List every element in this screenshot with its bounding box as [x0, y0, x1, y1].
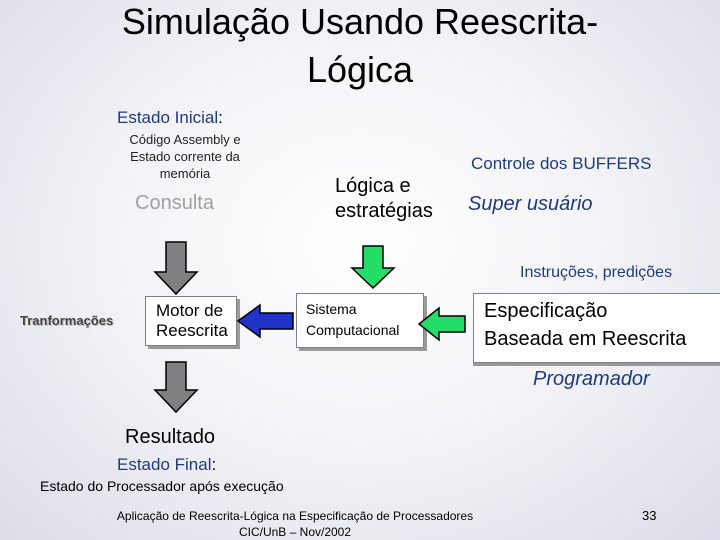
estado-final-colon: : — [211, 455, 217, 474]
page-number: 33 — [642, 508, 657, 523]
left-arrow-green-icon — [417, 306, 466, 342]
especificacao-line-2: Baseada em Reescrita — [484, 328, 687, 350]
logica-estrategias: Lógica e estratégias — [335, 174, 433, 224]
motor-line-2: Reescrita — [156, 321, 228, 340]
footer: Aplicação de Reescrita-Lógica na Especif… — [60, 508, 530, 540]
sistema-line-2: Computacional — [306, 322, 400, 338]
codigo-line-1: Código Assembly e — [129, 132, 241, 147]
down-arrow-green-icon — [350, 245, 396, 290]
especificacao-box: Especificação Baseada em Reescrita — [473, 293, 720, 363]
slide-title-line1: Simulação Usando Reescrita- — [121, 1, 599, 42]
logica-line-2: estratégias — [335, 200, 433, 222]
down-arrow-gray-2-icon — [153, 361, 199, 414]
estado-inicial-text: Estado Inicial — [117, 108, 219, 127]
controle-buffers-label: Controle dos BUFFERS — [471, 154, 652, 173]
estado-inicial-label: Estado Inicial: — [117, 108, 223, 128]
estado-inicial-colon: : — [218, 108, 223, 127]
sistema-line-1: Sistema — [306, 301, 357, 317]
instrucoes-predicoes-label: Instruções, predições — [520, 264, 673, 281]
left-arrow-blue-icon — [236, 303, 294, 339]
down-arrow-gray-icon — [153, 241, 199, 296]
resultado-label: Resultado — [125, 426, 216, 448]
estado-final-text: Estado Final — [117, 455, 212, 474]
codigo-assembly-text: Código Assembly e Estado corrente da mem… — [100, 131, 270, 182]
motor-reescrita-box: Motor de Reescrita — [145, 296, 237, 346]
logica-line-1: Lógica e — [335, 175, 411, 197]
programador-label: Programador — [533, 368, 650, 390]
especificacao-line-1: Especificação — [484, 300, 608, 322]
footer-line-1: Aplicação de Reescrita-Lógica na Especif… — [116, 509, 474, 523]
codigo-line-3: memória — [159, 166, 211, 181]
transformacoes-label: Tranformações — [20, 313, 114, 328]
estado-final-label: Estado Final: — [117, 455, 216, 475]
sistema-computacional-box: Sistema Computacional — [296, 293, 424, 348]
estado-processador-text: Estado do Processador após execução — [40, 478, 284, 494]
consulta-label: Consulta — [135, 192, 214, 214]
slide-title-line2: Lógica — [306, 49, 414, 90]
footer-line-2: CIC/UnB – Nov/2002 — [238, 525, 352, 539]
motor-line-1: Motor de — [156, 301, 224, 320]
super-usuario-label: Super usuário — [468, 193, 593, 215]
codigo-line-2: Estado corrente da — [130, 149, 240, 164]
